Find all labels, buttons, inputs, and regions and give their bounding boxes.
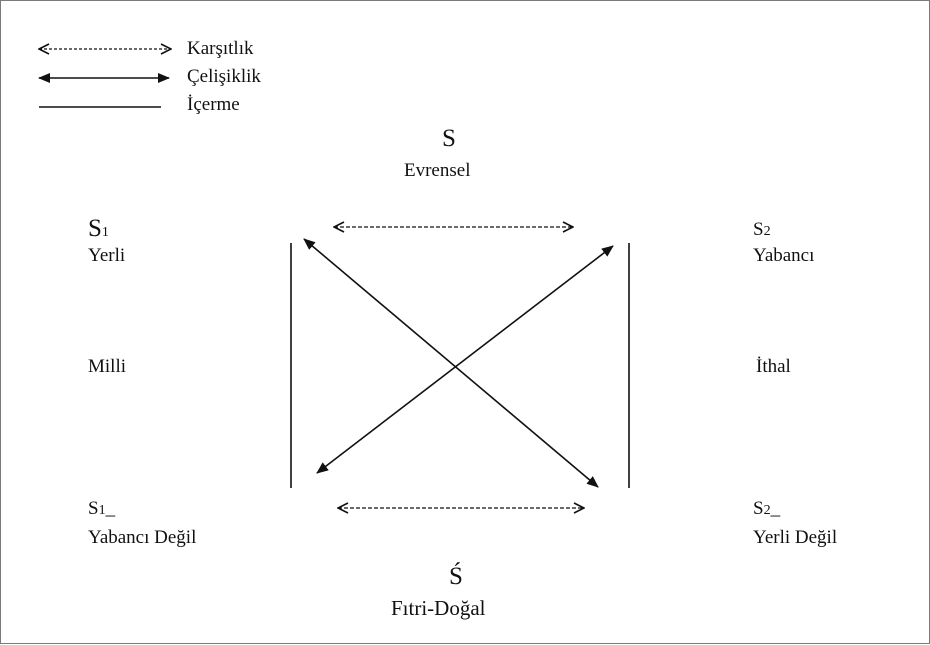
top-symbol: S — [442, 125, 456, 152]
s1-symbol: S1 — [88, 215, 109, 242]
legend-contradiction-label: Çelişiklik — [187, 66, 261, 87]
s1-label: Yerli — [88, 245, 126, 266]
s1-neg-label: Yabancı Değil — [88, 527, 197, 548]
right-mid-label: İthal — [756, 356, 791, 377]
top-label: Evrensel — [404, 160, 471, 181]
legend-contrariety-label: Karşıtlık — [187, 38, 254, 59]
bottom-symbol: Ś — [449, 563, 463, 590]
s2-symbol: S2 — [753, 219, 771, 240]
s1-neg-symbol: S1_ — [88, 498, 116, 519]
s2-label: Yabancı — [753, 245, 815, 266]
left-mid-label: Milli — [88, 356, 127, 377]
diagonal-contradiction-arrow-2 — [316, 245, 614, 474]
bottom-label: Fıtri-Doğal — [391, 596, 486, 620]
legend-implication-label: İçerme — [187, 94, 240, 115]
s2-neg-symbol: S2_ — [753, 498, 781, 519]
s2-neg-label: Yerli Değil — [753, 527, 838, 548]
